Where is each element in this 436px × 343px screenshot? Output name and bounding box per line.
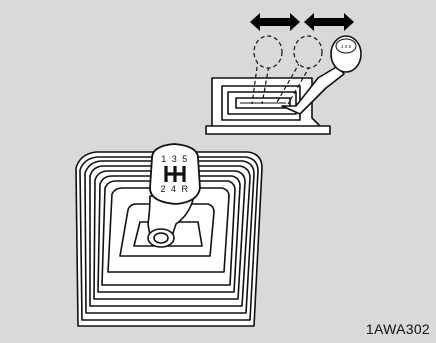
ghost-knob-middle: [294, 36, 322, 68]
small-gate-base: [206, 126, 330, 134]
small-knob-pattern: 1 3 5: [341, 44, 352, 49]
gear-numbers-bottom: 2 4 R: [160, 184, 189, 194]
ghost-knob-left: [254, 36, 282, 68]
movement-arrows: [250, 13, 354, 31]
gear-numbers-top: 1 3 5: [161, 154, 189, 164]
small-knob: [331, 36, 361, 72]
arrow-left-icon: [250, 13, 300, 31]
figure-code-label: 1AWA302: [366, 321, 430, 337]
large-knob-pattern: 1 3 5 2 4 R: [160, 154, 189, 194]
arrow-right-icon: [304, 13, 354, 31]
